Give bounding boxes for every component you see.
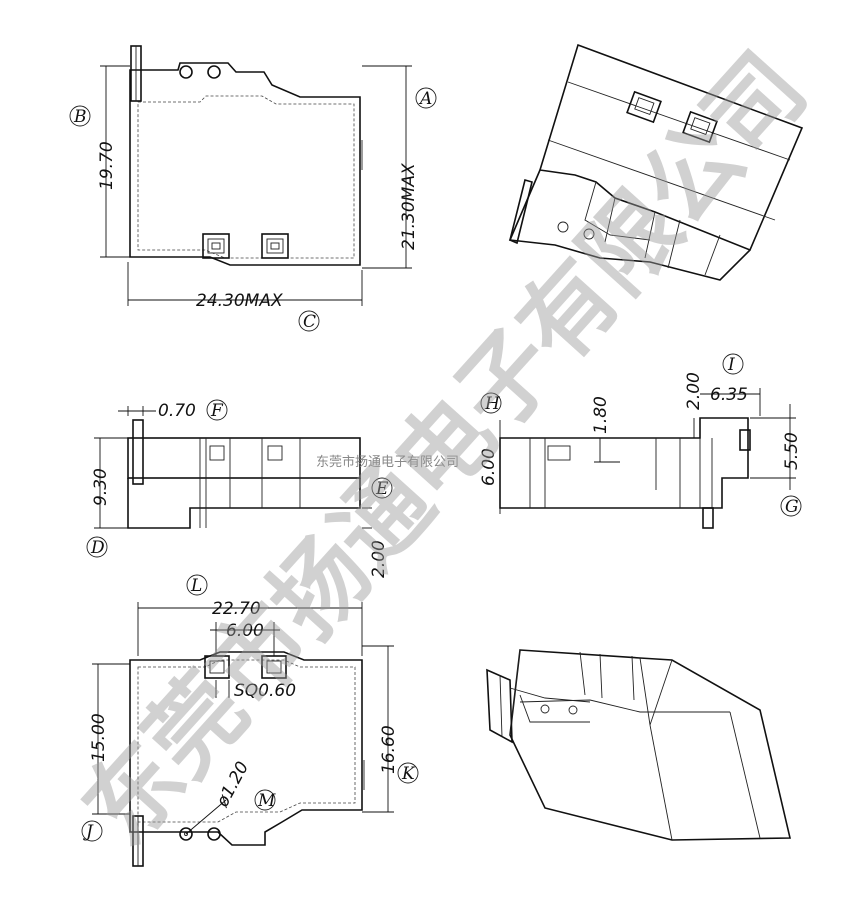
dim-end-6-35: 6.35: [710, 385, 748, 405]
side-view: 0.70 F 9.30 D E 2.00 东莞市扬通电子有限公司: [86, 399, 459, 578]
watermark-text: 东莞市扬通电子有限公司: [62, 32, 828, 865]
label-j: J: [83, 822, 94, 842]
label-f: F: [210, 401, 224, 421]
dim-bottom-height-right: 16.60: [379, 725, 399, 774]
dim-end-1-80: 1.80: [591, 396, 611, 434]
label-k: K: [401, 764, 416, 784]
dim-bottom-height-left: 15.00: [89, 713, 109, 762]
label-e: E: [375, 479, 389, 499]
dim-end-5-50: 5.50: [782, 432, 802, 470]
dim-bottom-pad-sq: SQ0.60: [234, 681, 296, 701]
dim-bottom-width: 22.70: [212, 599, 261, 619]
end-view: 6.00 H 1.80 2.00 6.35 I 5.50 G: [479, 353, 802, 529]
dim-top-width-max: 24.30MAX: [196, 291, 283, 311]
label-m: M: [257, 791, 276, 811]
dim-top-height: 19.70: [97, 141, 117, 190]
label-h: H: [484, 394, 501, 414]
iso-view-bottom: [486, 649, 792, 841]
label-c: C: [303, 312, 316, 332]
label-a: A: [418, 89, 432, 109]
dim-bottom-pitch: 6.00: [226, 621, 264, 641]
dim-side-height: 9.30: [91, 468, 111, 506]
label-g: G: [785, 497, 799, 517]
dim-end-2-00: 2.00: [684, 372, 704, 410]
dim-end-height: 6.00: [479, 448, 499, 486]
bottom-view: 22.70 L 6.00 SQ0.60 15.00 J 16.60 K ø1.2…: [81, 574, 419, 867]
watermark-small-text: 东莞市扬通电子有限公司: [316, 454, 459, 470]
label-d: D: [90, 538, 105, 558]
label-i: I: [727, 355, 735, 375]
top-view: 19.70 21.30MAX 24.30MAX A B C: [69, 45, 437, 332]
iso-view-top: [508, 43, 804, 281]
dim-side-pin: 0.70: [158, 401, 196, 421]
dim-top-height-max: 21.30MAX: [399, 163, 419, 250]
label-l: L: [190, 576, 202, 596]
label-b: B: [73, 107, 87, 127]
dim-side-bottom: 2.00: [369, 540, 389, 578]
